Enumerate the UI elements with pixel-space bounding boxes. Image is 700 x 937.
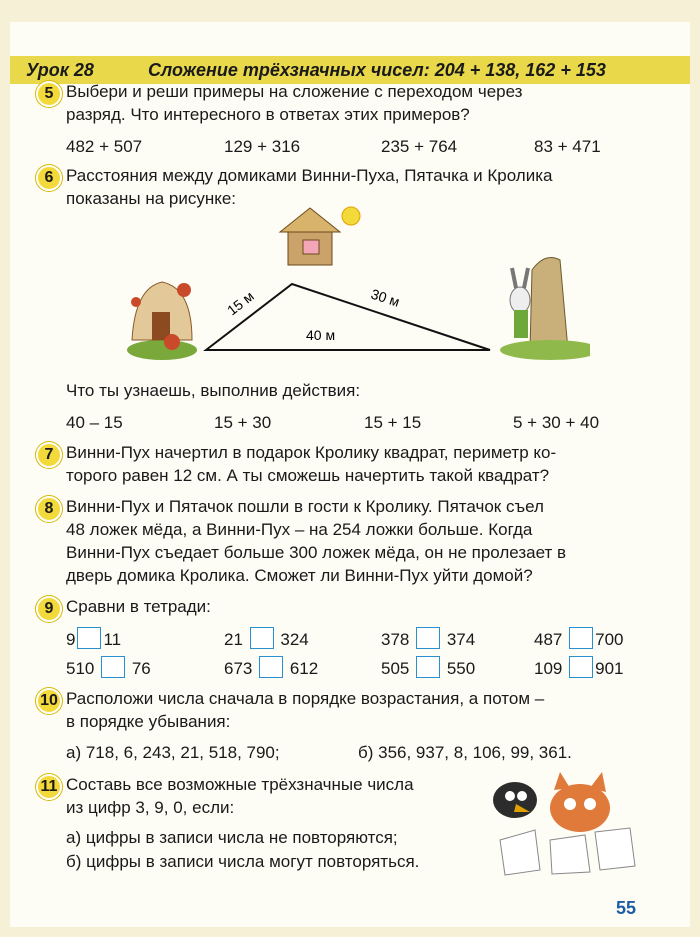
task-number-6: 6 — [36, 165, 62, 191]
compare-box — [569, 656, 594, 678]
task10-text-line1: Расположи числа сначала в порядке возрас… — [66, 689, 545, 708]
distance-triangle — [203, 282, 491, 351]
compare-pair: 109 901 — [534, 656, 623, 679]
task-number-10: 10 — [36, 688, 62, 714]
compare-pair: 673 612 — [224, 656, 318, 679]
compare-box — [416, 656, 441, 678]
lesson-header: Урок 28 Сложение трёхзначных чисел: 204 … — [10, 56, 690, 84]
compare-pair: 487 700 — [534, 627, 623, 650]
task5-text-line1: Выбери и реши примеры на сложение с пере… — [66, 82, 523, 101]
triangle-illustration: 15 м 30 м 40 м — [127, 206, 590, 360]
task8-text-line4: дверь домика Кролика. Сможет ли Винни-Пу… — [66, 566, 533, 585]
task11-option-a: а) цифры в записи числа не повторяются; — [66, 828, 398, 847]
compare-box — [259, 656, 284, 678]
compare-box — [569, 627, 594, 649]
compare-box — [77, 627, 102, 649]
task11-option-b: б) цифры в записи числа могут повторятьс… — [66, 852, 420, 871]
compare-box — [101, 656, 126, 678]
task6-text-line1: Расстояния между домиками Винни-Пуха, Пя… — [66, 166, 553, 185]
task5-text-line2: разряд. Что интересного в ответах этих п… — [66, 105, 470, 124]
compare-box — [249, 627, 274, 649]
task8-text-line3: Винни-Пух съедает больше 300 ложек мёда,… — [66, 543, 567, 562]
textbook-page: Урок 28 Сложение трёхзначных чисел: 204 … — [10, 22, 690, 927]
side-right-label: 30 м — [369, 286, 402, 310]
page-number: 55 — [616, 898, 637, 918]
task6-text-line2: показаны на рисунке: — [66, 189, 237, 208]
task6-example: 15 + 30 — [214, 413, 272, 432]
compare-pair: 510 76 — [66, 656, 151, 679]
task11-text-line1: Составь все возможные трёхзначные числа — [66, 775, 414, 794]
task5-example: 83 + 471 — [534, 137, 601, 156]
task5-example: 129 + 316 — [224, 137, 301, 156]
task-number-8: 8 — [36, 496, 62, 522]
task6-example: 5 + 30 + 40 — [513, 413, 600, 432]
lesson-number: Урок 28 — [26, 60, 94, 80]
task9-text-line1: Сравни в тетради: — [66, 597, 211, 616]
crow-and-cat-picture — [493, 772, 636, 876]
lesson-title: Сложение трёхзначных чисел: 204 + 138, 1… — [148, 60, 606, 80]
rabbit-house-picture — [500, 257, 590, 360]
task-number-7: 7 — [36, 442, 62, 468]
task6-question: Что ты узнаешь, выполнив действия: — [66, 381, 361, 400]
task6-example: 15 + 15 — [364, 413, 422, 432]
compare-pair: 505 550 — [381, 656, 475, 679]
task7-text-line1: Винни-Пух начертил в подарок Кролику ква… — [66, 443, 557, 462]
compare-pair: 21 324 — [224, 627, 309, 650]
task8-text-line2: 48 ложек мёда, а Винни-Пух – на 254 ложк… — [66, 520, 533, 539]
compare-box — [416, 627, 441, 649]
task-number-9: 9 — [36, 596, 62, 622]
task5-example: 482 + 507 — [66, 137, 143, 156]
task-number-11: 11 — [36, 774, 62, 800]
side-bottom-label: 40 м — [306, 327, 335, 343]
task8-text-line1: Винни-Пух и Пятачок пошли в гости к Крол… — [66, 497, 544, 516]
task10-list-a: а) 718, 6, 243, 21, 518, 790; — [66, 743, 280, 762]
task10-text-line2: в порядке убывания: — [66, 712, 231, 731]
task10-list-b: б) 356, 937, 8, 106, 99, 361. — [358, 743, 572, 762]
piglet-house-picture — [278, 206, 361, 266]
task7-text-line2: торого равен 12 см. А ты сможешь начерти… — [66, 466, 550, 485]
task6-example: 40 – 15 — [66, 413, 123, 432]
pooh-house-picture — [127, 281, 197, 360]
task-number-5: 5 — [36, 81, 62, 107]
compare-pair: 378 374 — [381, 627, 475, 650]
task11-text-line2: из цифр 3, 9, 0, если: — [66, 798, 235, 817]
task5-example: 235 + 764 — [381, 137, 458, 156]
